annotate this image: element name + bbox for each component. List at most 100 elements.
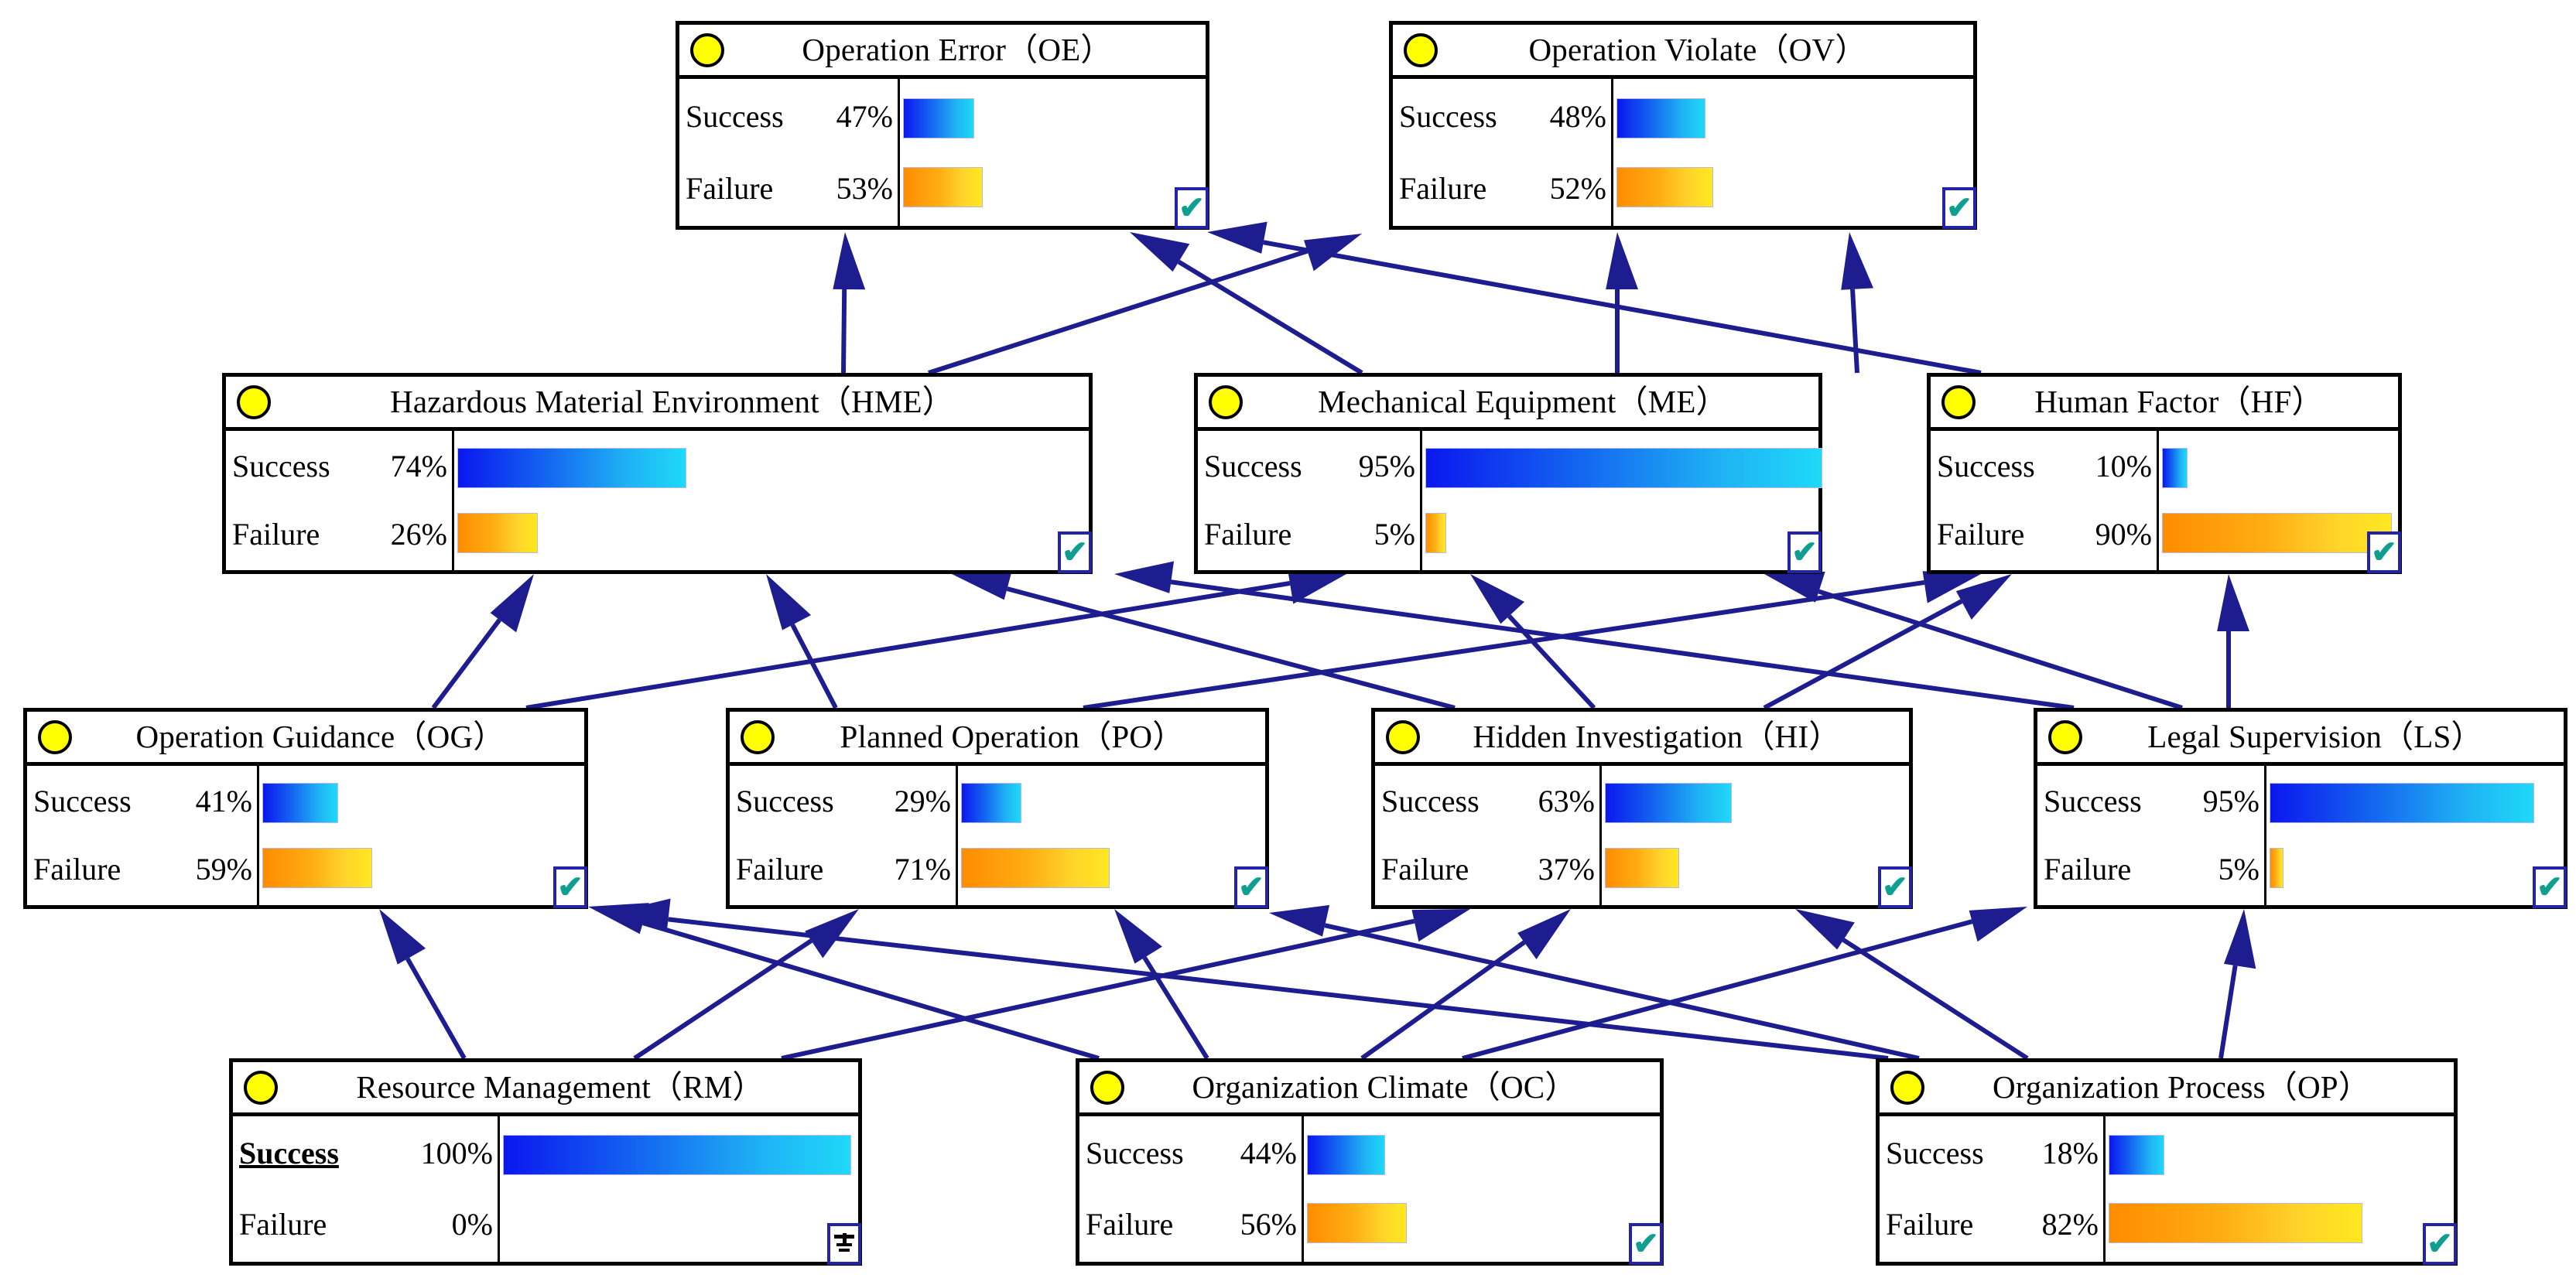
- node-title-bar: Resource Management（RM）: [233, 1062, 858, 1116]
- bar-slot-success: [1605, 783, 1906, 823]
- state-value-failure: 56%: [1240, 1207, 1297, 1242]
- probability-bar-column: [2159, 431, 2398, 570]
- success-probability-bar: [961, 783, 1022, 823]
- edge-hf-to-ov: [1841, 232, 1874, 374]
- node-title-label: Resource Management（RM）: [356, 1069, 765, 1105]
- edge-ls-to-hf: [2217, 574, 2249, 708]
- arrow-head-icon: [833, 232, 866, 290]
- yellow-circle-icon: [237, 384, 271, 419]
- node-checkbox[interactable]: ✔: [1942, 187, 1976, 229]
- node-title-label: Organization Climate（OC）: [1192, 1069, 1577, 1105]
- node-title-label: Mechanical Equipment（ME）: [1318, 384, 1728, 419]
- node-checkbox[interactable]: ✔: [1878, 866, 1912, 908]
- check-icon: ✔: [1633, 1226, 1659, 1261]
- bar-slot-success: [503, 1135, 855, 1175]
- node-checkbox[interactable]: ✔: [1175, 187, 1209, 229]
- arrow-head-icon: [1606, 232, 1638, 289]
- success-probability-bar: [1605, 783, 1732, 823]
- node-checkbox[interactable]: ✔: [1787, 531, 1822, 573]
- edge-hi-to-me: [1470, 574, 1596, 710]
- bar-slot-failure: [262, 848, 581, 888]
- failure-probability-bar: [457, 513, 538, 553]
- bar-slot-failure: [903, 166, 1202, 207]
- node-checkbox[interactable]: ✔: [2367, 531, 2401, 573]
- arrow-head-icon: [490, 574, 534, 633]
- state-value-failure: 59%: [195, 852, 252, 887]
- state-name-failure: Failure: [1886, 1207, 1974, 1242]
- node-checkbox[interactable]: ✔: [2533, 866, 2567, 908]
- state-name-success: Success: [1381, 784, 1480, 818]
- edge-oc-to-po: [1114, 909, 1209, 1060]
- state-value-failure: 82%: [2041, 1207, 2099, 1242]
- arrow-head-icon: [805, 909, 859, 958]
- failure-probability-bar: [2162, 513, 2392, 553]
- check-icon: ✔: [2427, 1226, 2453, 1261]
- state-name-success: Success: [33, 784, 132, 818]
- arrow-head-icon: [1517, 909, 1571, 959]
- bar-slot-failure: [2270, 848, 2561, 888]
- node-checkbox[interactable]: ✔: [1234, 866, 1268, 908]
- node-checkbox[interactable]: ✔: [1058, 531, 1092, 573]
- state-failure-row: Failure 56%: [1086, 1209, 1297, 1240]
- node-checkbox[interactable]: ✔: [2423, 1223, 2457, 1265]
- bar-slot-failure: [457, 513, 1086, 553]
- state-value-success: 95%: [2202, 784, 2260, 818]
- arrow-head-icon: [1411, 909, 1470, 942]
- failure-probability-bar: [1425, 513, 1446, 553]
- edge-og-to-me: [525, 572, 1346, 710]
- arrow-head-icon: [379, 909, 426, 965]
- state-name-success: Success: [1086, 1136, 1184, 1170]
- bar-slot-failure: [1425, 513, 1822, 553]
- node-checkbox[interactable]: ✔: [553, 866, 587, 908]
- bar-slot-success: [961, 783, 1262, 823]
- probability-bar-column: [2266, 766, 2564, 905]
- bar-slot-success: [1616, 97, 1970, 138]
- bar-slot-failure: [2109, 1203, 2451, 1243]
- state-failure-row: Failure 82%: [1886, 1209, 2099, 1240]
- probability-bar-column: [958, 766, 1265, 905]
- success-probability-bar: [457, 448, 686, 488]
- probability-bar-column: [1613, 79, 1973, 226]
- arrow-head-icon: [1764, 571, 1825, 603]
- bar-slot-success: [457, 448, 1086, 488]
- edge-hi-to-hf: [1763, 574, 2012, 710]
- state-value-success: 41%: [195, 784, 252, 818]
- node-title-bar: Organization Climate（OC）: [1079, 1062, 1660, 1116]
- node-evidence-marker[interactable]: [827, 1223, 861, 1265]
- node-checkbox[interactable]: ✔: [1629, 1223, 1663, 1265]
- arrow-head-icon: [1470, 574, 1525, 624]
- node-title-label: Operation Violate（OV）: [1528, 32, 1867, 67]
- node-hme[interactable]: Hazardous Material Environment（HME）Succe…: [222, 373, 1093, 574]
- state-name-success: Success: [686, 98, 784, 134]
- state-name-success: Success: [1937, 449, 2035, 484]
- node-title-bar: Mechanical Equipment（ME）: [1198, 377, 1818, 431]
- state-name-failure: Failure: [1086, 1207, 1174, 1242]
- success-probability-bar: [2270, 783, 2534, 823]
- success-probability-bar: [1425, 448, 1822, 488]
- node-title-bar: Operation Guidance（OG）: [27, 712, 584, 766]
